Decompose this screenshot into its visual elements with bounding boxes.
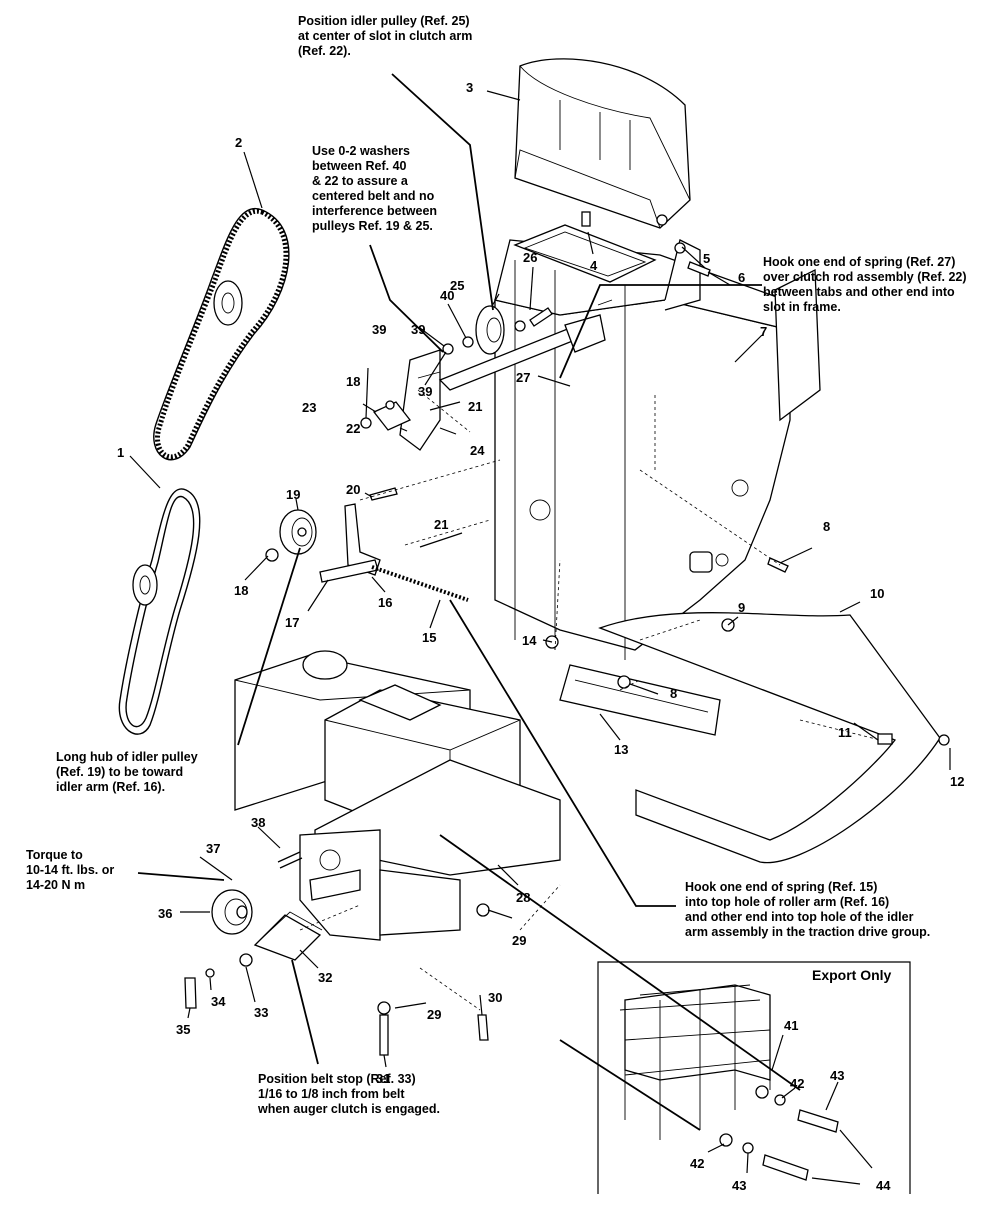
ref-label: 43: [830, 1068, 844, 1083]
ref-label: 27: [516, 370, 530, 385]
ref-label: 20: [346, 482, 360, 497]
ref-label: 18: [234, 583, 248, 598]
ref-label: 11: [838, 725, 852, 740]
ref-label: 4: [590, 258, 598, 273]
ref-label: 26: [523, 250, 537, 265]
note-spring-15: Hook one end of spring (Ref. 15) into to…: [685, 880, 931, 939]
idler-pulley-19: [279, 509, 317, 555]
alignment-lines: [299, 389, 881, 1011]
ref-label: 40: [440, 288, 454, 303]
ref-label: 21: [434, 517, 448, 532]
ref-label: 29: [512, 933, 526, 948]
ref-label: 14: [522, 633, 537, 648]
note-washers: Use 0-2 washers between Ref. 40 & 22 to …: [312, 144, 438, 233]
ref-label: 18: [346, 374, 360, 389]
ref-label: 34: [211, 994, 226, 1009]
ref-label: 42: [690, 1156, 704, 1171]
ref-label: 35: [176, 1022, 190, 1037]
ref-label: 31: [376, 1071, 390, 1086]
ref-label: 24: [470, 443, 485, 458]
engine-pulley-36: [211, 889, 253, 935]
note-belt-stop: Position belt stop (Ref. 33) 1/16 to 1/8…: [258, 1072, 440, 1116]
ref-label: 5: [703, 251, 710, 266]
ref-label: 3: [466, 80, 473, 95]
ref-label: 17: [285, 615, 299, 630]
ref-label: 19: [286, 487, 300, 502]
ref-label: 41: [784, 1018, 798, 1033]
ref-label: 33: [254, 1005, 268, 1020]
ref-label: 13: [614, 742, 628, 757]
ref-label: 30: [488, 990, 502, 1005]
ref-label: 29: [427, 1007, 441, 1022]
belt-cover-3: [514, 58, 691, 229]
note-torque: Torque to 10-14 ft. lbs. or 14-20 N m: [26, 848, 115, 892]
idler-pulley-25: [475, 305, 505, 355]
belt-stop-32: [253, 911, 323, 961]
ref-label: 8: [823, 519, 830, 534]
part-reference-numbers: 1 2 3 4 5 6 7 8 8 9 10 11 12 13 14 15 16…: [117, 80, 964, 1193]
ref-label: 12: [950, 774, 964, 789]
ref-label: 25: [450, 278, 464, 293]
note-spring-27: Hook one end of spring (Ref. 27) over cl…: [763, 255, 967, 314]
spring-15: [371, 565, 469, 602]
ref-label: 9: [738, 600, 745, 615]
ref-label: 43: [732, 1178, 746, 1193]
ref-label: 32: [318, 970, 332, 985]
guard-41: [619, 984, 771, 1140]
note-idler-pulley-position: Position idler pulley (Ref. 25) at cente…: [298, 14, 473, 58]
bracket-13: [559, 664, 721, 736]
note-leaders: [137, 73, 801, 1131]
ref-label: 22: [346, 421, 360, 436]
ref-label: 37: [206, 841, 220, 856]
note-long-hub: Long hub of idler pulley (Ref. 19) to be…: [56, 750, 198, 794]
panel-10: [598, 612, 941, 864]
idler-arm-16: [319, 503, 381, 583]
ref-label: 8: [670, 686, 677, 701]
ref-label: 38: [251, 815, 265, 830]
ref-label: 39: [411, 322, 425, 337]
leader-lines: [129, 90, 951, 1185]
ref-label: 15: [422, 630, 436, 645]
ref-label: 23: [302, 400, 316, 415]
ref-label: 42: [790, 1076, 804, 1091]
ref-label: 10: [870, 586, 884, 601]
ref-label: 16: [378, 595, 392, 610]
belt-1: [118, 488, 201, 735]
export-only-box: [597, 961, 911, 1194]
ref-label: 1: [117, 445, 124, 460]
ref-label: 36: [158, 906, 172, 921]
ref-label: 21: [468, 399, 482, 414]
export-only-label: Export Only: [812, 967, 892, 983]
belt-2: [153, 207, 290, 461]
ref-label: 6: [738, 270, 745, 285]
ref-label: 28: [516, 890, 530, 905]
engine-28: [234, 650, 561, 941]
ref-label: 44: [876, 1178, 891, 1193]
ref-label: 39: [372, 322, 386, 337]
ref-label: 7: [760, 324, 767, 339]
ref-label: 39: [418, 384, 432, 399]
ref-label: 2: [235, 135, 242, 150]
